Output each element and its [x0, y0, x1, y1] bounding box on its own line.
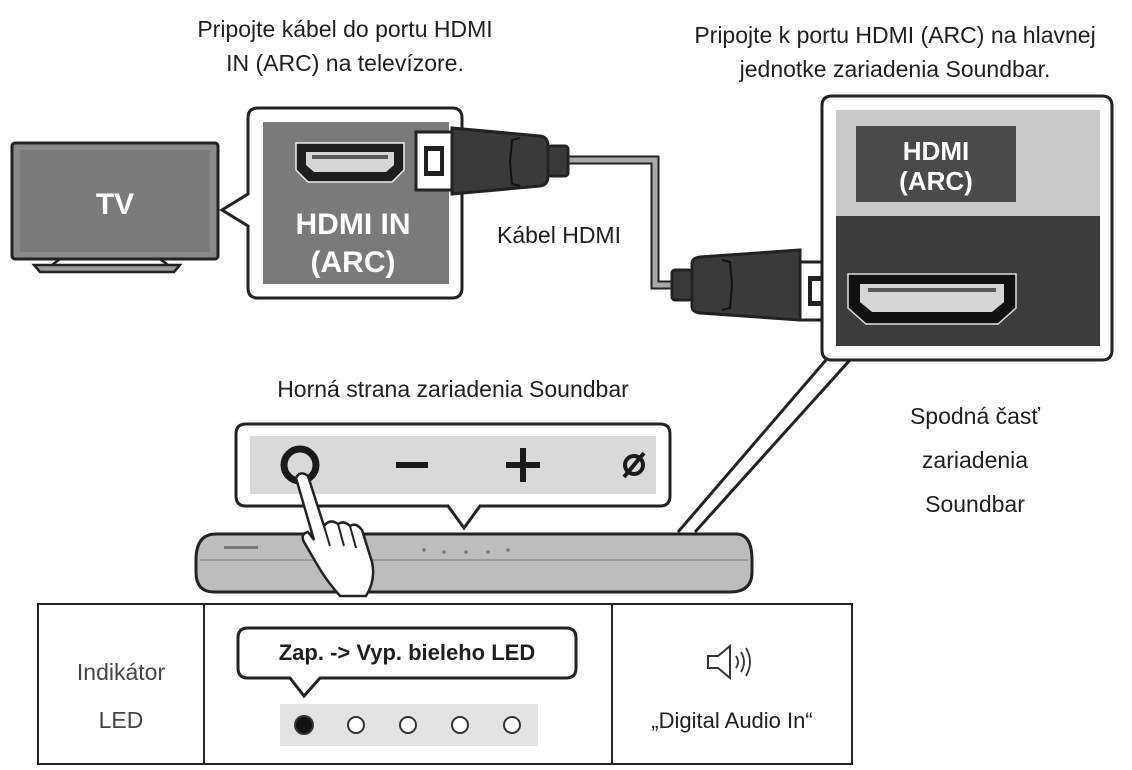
- soundbar-caption-line2: jednotke zariadenia Soundbar.: [739, 56, 1051, 82]
- bottom-caption-line1: Spodná časť: [909, 403, 1041, 429]
- tv-hdmi-socket: [295, 142, 405, 183]
- tv-caption-line1: Pripojte kábel do portu HDMI: [197, 16, 493, 42]
- top-side-caption: Horná strana zariadenia Soundbar: [277, 376, 629, 402]
- mode-text: „Digital Audio In“: [651, 708, 813, 733]
- minus-icon: [396, 462, 428, 468]
- hdmi-plug-tv: [414, 126, 570, 196]
- led-indicators: [294, 715, 521, 735]
- led-indicator-5: [503, 716, 521, 734]
- soundbar-caption-line1: Pripojte k portu HDMI (ARC) na hlavnej: [694, 22, 1096, 48]
- top-panel-callout: [234, 422, 672, 531]
- tv-caption-line2: IN (ARC) na televízore.: [226, 50, 464, 76]
- led-row-label-line1: Indikátor: [76, 659, 166, 685]
- soundbar-port-callout: HDMI (ARC): [820, 94, 1114, 362]
- led-table: [37, 603, 853, 765]
- led-callout-text: Zap. -> Vyp. bieleho LED: [278, 640, 536, 665]
- soundbar-port-label-line2: (ARC): [899, 166, 973, 196]
- tv-port-label-line2: (ARC): [311, 246, 396, 279]
- tv-port-callout: HDMI IN (ARC): [219, 106, 464, 300]
- led-indicator-3: [399, 716, 417, 734]
- hand-icon: [294, 472, 375, 598]
- tv-port-label-line1: HDMI IN: [296, 208, 411, 241]
- soundbar-body: [194, 532, 754, 594]
- bottom-pointer: [676, 358, 852, 534]
- hdmi-plug-soundbar: [670, 248, 838, 322]
- soundbar-hdmi-socket: [847, 273, 1017, 325]
- tv-stand: [31, 263, 183, 274]
- led-row-label-line2: LED: [98, 707, 144, 733]
- led-callout: [236, 626, 578, 699]
- led-indicator-2: [347, 716, 365, 734]
- hdmi-cable: [414, 126, 838, 322]
- speaker-sound-icon: [707, 643, 751, 681]
- tv: TV: [10, 141, 220, 274]
- soundbar-port-label-line1: HDMI: [903, 136, 969, 166]
- plus-icon: [506, 448, 540, 482]
- tv-label: TV: [96, 188, 134, 221]
- soundbar-port-label-box: [856, 126, 1016, 202]
- led-indicator-1: [294, 715, 314, 735]
- bottom-caption-line2: zariadenia: [921, 447, 1029, 473]
- bottom-caption-line3: Soundbar: [925, 491, 1025, 517]
- led-indicator-4: [451, 716, 469, 734]
- source-icon: [622, 451, 646, 479]
- cable-caption: Kábel HDMI: [497, 222, 621, 248]
